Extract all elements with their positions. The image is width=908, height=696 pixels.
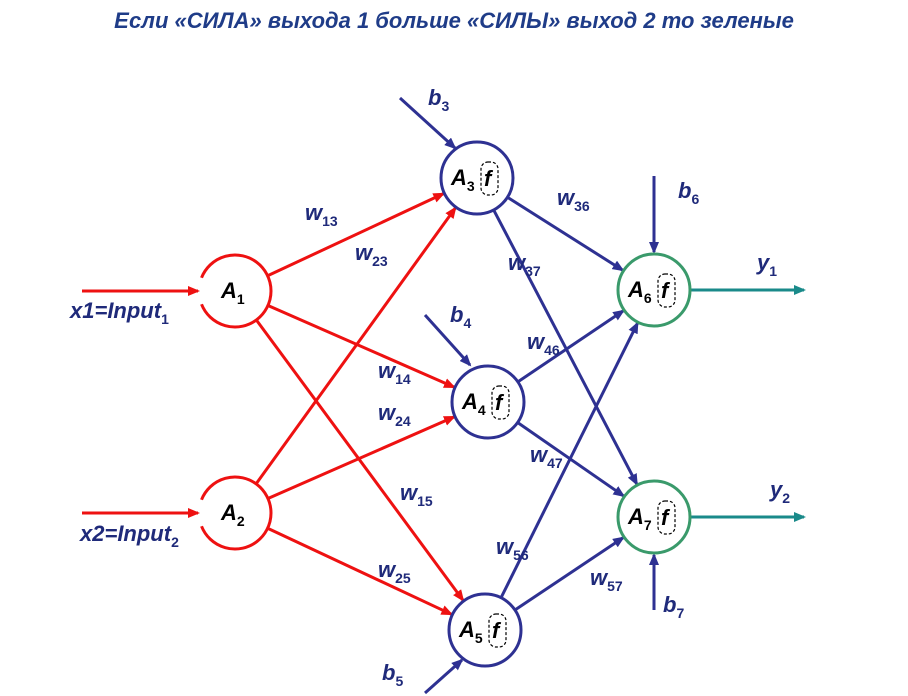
bias-label-b4: b4 xyxy=(450,302,471,331)
bias-arrow-b5 xyxy=(424,658,464,695)
edge-a1-a3 xyxy=(266,192,446,278)
weight-label-w37: w37 xyxy=(508,250,541,279)
edge-a3-a6 xyxy=(506,195,625,272)
weight-label-w36: w36 xyxy=(557,185,590,214)
weight-label-w46-sub: 46 xyxy=(544,342,560,358)
bias-arrow-b3 xyxy=(398,96,457,150)
activation-function-symbol: f xyxy=(661,278,671,303)
weight-label-w24-sub: 24 xyxy=(395,413,411,429)
edge-a2-a4 xyxy=(267,415,456,500)
activation-box xyxy=(491,385,510,420)
activation-box xyxy=(657,500,676,535)
bias-label-b6-sub: 6 xyxy=(691,191,699,207)
weight-label-w57-sub: 57 xyxy=(607,578,623,594)
edge-a3-a7 xyxy=(492,209,639,486)
weight-label-w56: w56 xyxy=(496,534,529,563)
activation-box xyxy=(657,273,676,308)
output-label-y2: y2 xyxy=(769,477,790,506)
neuron-index: 7 xyxy=(644,517,652,533)
bias-label-b5: b5 xyxy=(382,660,403,689)
edge-a1-a5 xyxy=(255,319,465,602)
bias-label-b3: b3 xyxy=(428,85,449,114)
bias-label-b4-sub: 4 xyxy=(463,315,471,331)
edge-a5-a7 xyxy=(514,536,625,612)
weight-label-w15-sub: 15 xyxy=(417,493,433,509)
weight-label-w23-sub: 23 xyxy=(372,253,388,269)
neuron-index: 1 xyxy=(237,291,245,307)
input-label-x2: x2=Input2 xyxy=(79,521,179,550)
input-label-x1-sub: 1 xyxy=(161,311,169,327)
weight-label-w23: w23 xyxy=(355,240,388,269)
weight-label-w36-sub: 36 xyxy=(574,198,590,214)
weight-label-w14-sub: 14 xyxy=(395,371,411,387)
edge-a2-a5 xyxy=(266,526,454,616)
edge-a1-a4 xyxy=(267,304,456,389)
bias-label-b7: b7 xyxy=(663,592,684,621)
neuron-index: 4 xyxy=(478,402,486,418)
activation-box xyxy=(488,613,507,648)
activation-box xyxy=(480,161,499,196)
bias-label-b7-sub: 7 xyxy=(676,605,684,621)
output-label-y1: y1 xyxy=(756,250,777,279)
weight-label-w14: w14 xyxy=(378,358,411,387)
activation-function-symbol: f xyxy=(484,166,494,191)
weight-label-w13: w13 xyxy=(305,200,338,229)
neuron-a1: A1 xyxy=(200,253,273,329)
weight-label-w25-sub: 25 xyxy=(395,570,411,586)
weight-label-w37-sub: 37 xyxy=(525,263,541,279)
weight-label-w25: w25 xyxy=(378,557,411,586)
bias-label-b6: b6 xyxy=(678,178,699,207)
diagram-title: Если «СИЛА» выхода 1 больше «СИЛЫ» выход… xyxy=(114,8,794,33)
weight-label-w15: w15 xyxy=(400,480,433,509)
output-label-y2-sub: 2 xyxy=(782,490,790,506)
weight-label-w24: w24 xyxy=(378,400,411,429)
weight-label-w47: w47 xyxy=(530,442,563,471)
activation-function-symbol: f xyxy=(661,505,671,530)
activation-function-symbol: f xyxy=(492,618,502,643)
neuron-index: 6 xyxy=(644,290,652,306)
neuron-index: 2 xyxy=(237,513,245,529)
activation-function-symbol: f xyxy=(495,390,505,415)
input-label-x1: x1=Input1 xyxy=(69,298,169,327)
edge-a2-a3 xyxy=(254,206,457,485)
weight-label-w57: w57 xyxy=(590,565,623,594)
input-label-x2-sub: 2 xyxy=(171,534,179,550)
weight-label-w56-sub: 56 xyxy=(513,547,529,563)
neuron-a2: A2 xyxy=(200,475,273,551)
edge-a5-a6 xyxy=(499,321,639,599)
output-label-y1-sub: 1 xyxy=(769,263,777,279)
bias-arrow-b4 xyxy=(423,313,472,367)
neuron-index: 3 xyxy=(467,178,475,194)
edge-a4-a6 xyxy=(517,309,625,384)
weight-label-w47-sub: 47 xyxy=(547,455,563,471)
bias-label-b3-sub: 3 xyxy=(441,98,449,114)
neuron-index: 5 xyxy=(475,630,483,646)
bias-label-b5-sub: 5 xyxy=(395,673,403,689)
weight-label-w13-sub: 13 xyxy=(322,213,338,229)
weight-label-w46: w46 xyxy=(527,329,560,358)
